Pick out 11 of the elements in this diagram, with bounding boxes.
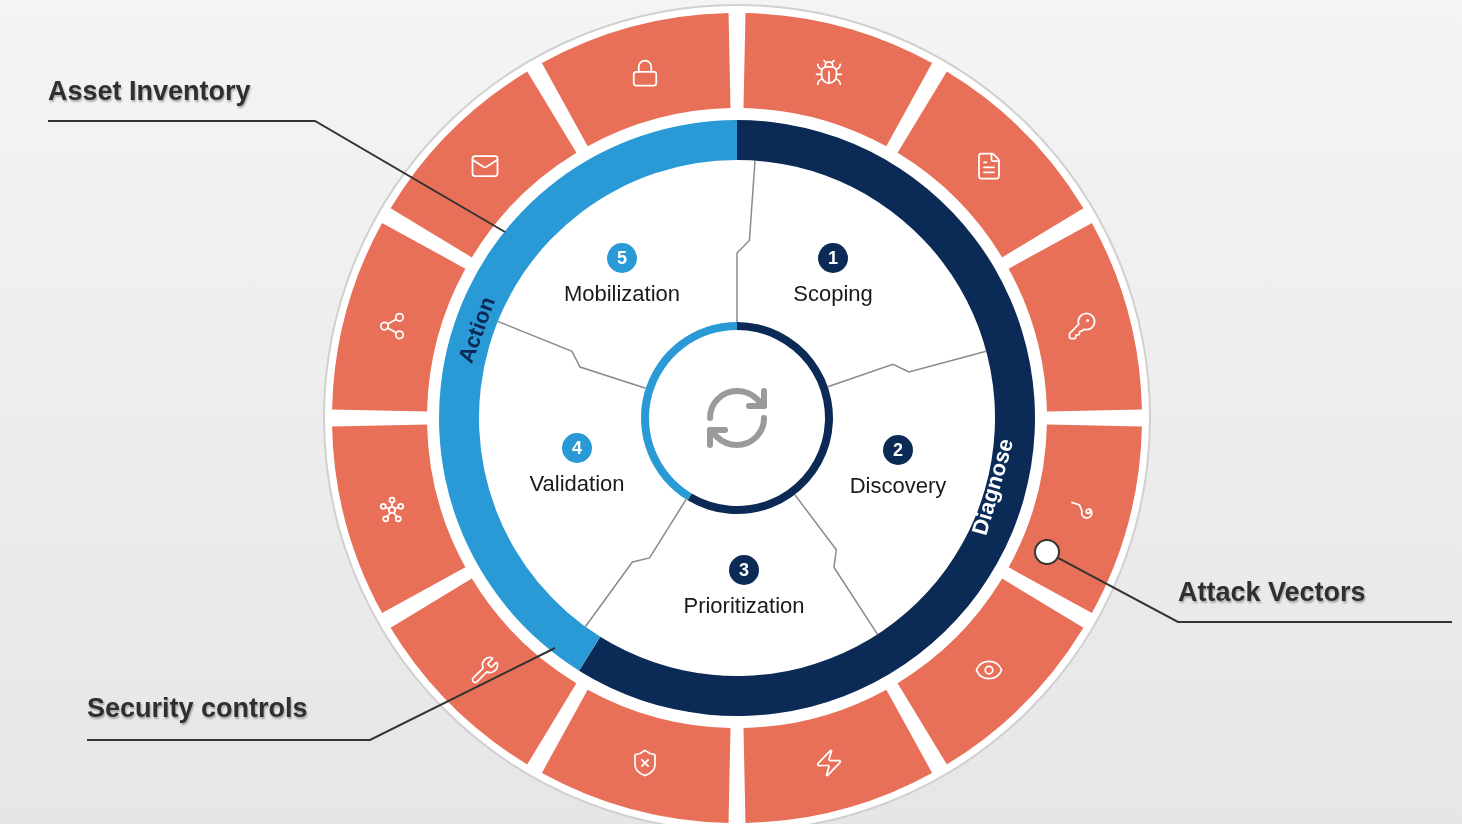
step-label: Discovery	[849, 475, 947, 497]
leader-line	[47, 120, 506, 233]
band-label: Action	[454, 294, 500, 366]
callout-label: Attack Vectors	[1178, 576, 1452, 622]
step-label: Scoping	[793, 283, 873, 305]
leader-line	[86, 647, 556, 741]
step-label: Validation	[529, 473, 625, 495]
step-label: Prioritization	[683, 595, 805, 617]
callout-label: Security controls	[87, 692, 370, 740]
step-label: Mobilization	[563, 283, 681, 305]
callout-label: Asset Inventory	[48, 75, 315, 121]
